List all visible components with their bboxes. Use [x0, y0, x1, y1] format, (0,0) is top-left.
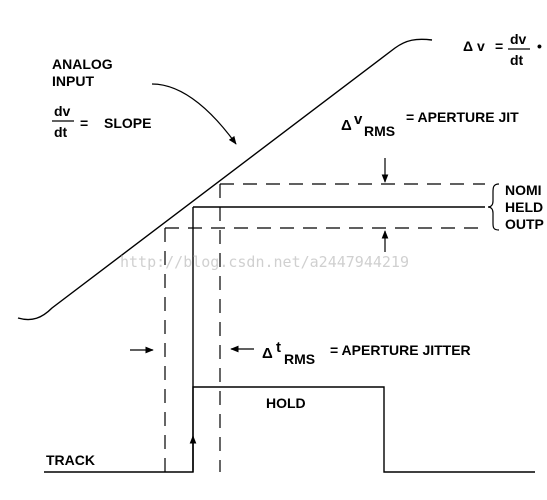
- analog-input-leader: [151, 83, 237, 145]
- dt-rms-subscript: RMS: [284, 351, 315, 367]
- track-hold-waveform: [44, 386, 535, 473]
- slope-label: SLOPE: [104, 115, 151, 131]
- dv-rms-delta: Δ: [341, 117, 352, 134]
- dv-rms-text: = APERTURE JIT: [406, 109, 519, 125]
- top-equals: =: [495, 38, 503, 54]
- track-label: TRACK: [46, 452, 95, 468]
- watermark-text: http://blog.csdn.net/a2447944219: [120, 253, 409, 271]
- hold-label: HOLD: [266, 395, 306, 411]
- nominal-label: NOMI: [505, 182, 542, 198]
- top-delta-v: Δ v: [463, 38, 485, 54]
- dt-rms-text: = APERTURE JITTER: [330, 342, 471, 358]
- analog-input-label-line1: ANALOG: [52, 56, 113, 72]
- held-label: HELD: [505, 199, 543, 215]
- dv-rms-v: v: [354, 111, 363, 128]
- dv-rms-subscript: RMS: [364, 123, 395, 139]
- top-dv: dv: [510, 31, 527, 47]
- dt-rms-t: t: [276, 339, 281, 356]
- top-bullet: •: [537, 38, 542, 54]
- top-dt: dt: [510, 52, 524, 68]
- output-brace: [487, 183, 500, 231]
- slope-numerator: dv: [54, 103, 71, 119]
- analog-input-ramp: [17, 38, 433, 321]
- slope-denominator: dt: [54, 124, 68, 140]
- output-label: OUTP: [505, 216, 544, 232]
- dt-rms-delta: Δ: [262, 345, 273, 362]
- slope-equals: =: [80, 115, 88, 131]
- analog-input-label-line2: INPUT: [52, 73, 94, 89]
